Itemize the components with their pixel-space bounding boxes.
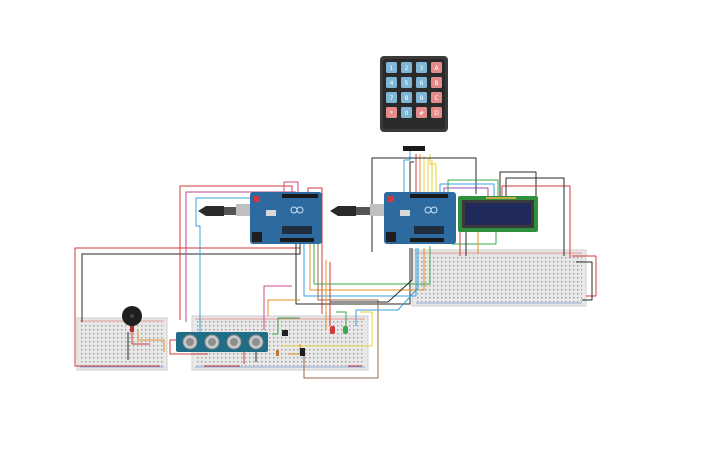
resistor-1[interactable]	[282, 330, 288, 336]
keypad-key-9[interactable]	[416, 92, 427, 103]
resistor-2[interactable]	[276, 350, 279, 356]
keypad-key-label: 5	[405, 80, 409, 87]
keypad-key-C[interactable]	[431, 92, 442, 103]
keypad-key-1[interactable]	[386, 62, 397, 73]
keypad-key-*[interactable]	[386, 107, 397, 118]
keypad-key-label: 9	[420, 95, 424, 102]
arduino-uno-left[interactable]	[236, 192, 322, 244]
keypad-key-D[interactable]	[431, 107, 442, 118]
breadboard-small-left[interactable]	[76, 317, 168, 371]
led-red[interactable]	[330, 326, 335, 334]
keypad-key-4[interactable]	[386, 77, 397, 88]
led-green[interactable]	[343, 326, 348, 334]
keypad-key-A[interactable]	[431, 62, 442, 73]
arduino-uno-right[interactable]	[370, 192, 456, 244]
keypad-keys: 1 2 3 A 4 5 6 B 7 8 9 C * 0 # D	[386, 62, 442, 118]
keypad-key-label: 8	[405, 95, 409, 102]
lcd-16x2[interactable]	[458, 196, 538, 232]
keypad-key-label: 0	[405, 110, 409, 117]
keypad-key-3[interactable]	[416, 62, 427, 73]
keypad-key-label: A	[434, 65, 439, 72]
keypad-key-label: C	[434, 95, 438, 102]
keypad-key-6[interactable]	[416, 77, 427, 88]
transistor[interactable]	[300, 348, 305, 356]
keypad-key-2[interactable]	[401, 62, 412, 73]
keypad-4x4[interactable]: 1 2 3 A 4 5 6 B 7 8 9 C * 0 # D	[380, 56, 448, 151]
usb-cable-right[interactable]	[330, 206, 370, 216]
usb-cable-left[interactable]	[198, 206, 236, 216]
wires	[74, 150, 597, 379]
keypad-key-B[interactable]	[431, 77, 442, 88]
keypad-key-label: #	[419, 110, 424, 117]
keypad-key-label: *	[390, 110, 393, 117]
keypad-key-label: 4	[390, 80, 394, 87]
breadboard-right[interactable]	[411, 249, 587, 307]
keypad-key-0[interactable]	[401, 107, 412, 118]
keypad-key-label: D	[434, 110, 439, 117]
keypad-key-label: B	[434, 80, 438, 87]
keypad-key-label: 6	[420, 80, 424, 87]
keypad-key-label: 2	[405, 65, 409, 72]
keypad-key-5[interactable]	[401, 77, 412, 88]
keypad-key-label: 1	[390, 65, 394, 72]
piezo-buzzer[interactable]	[122, 306, 142, 332]
keypad-key-label: 3	[420, 65, 424, 72]
keypad-key-7[interactable]	[386, 92, 397, 103]
ultrasonic-sensor[interactable]	[176, 332, 268, 352]
keypad-key-#[interactable]	[416, 107, 427, 118]
keypad-key-8[interactable]	[401, 92, 412, 103]
keypad-key-label: 7	[390, 95, 394, 102]
